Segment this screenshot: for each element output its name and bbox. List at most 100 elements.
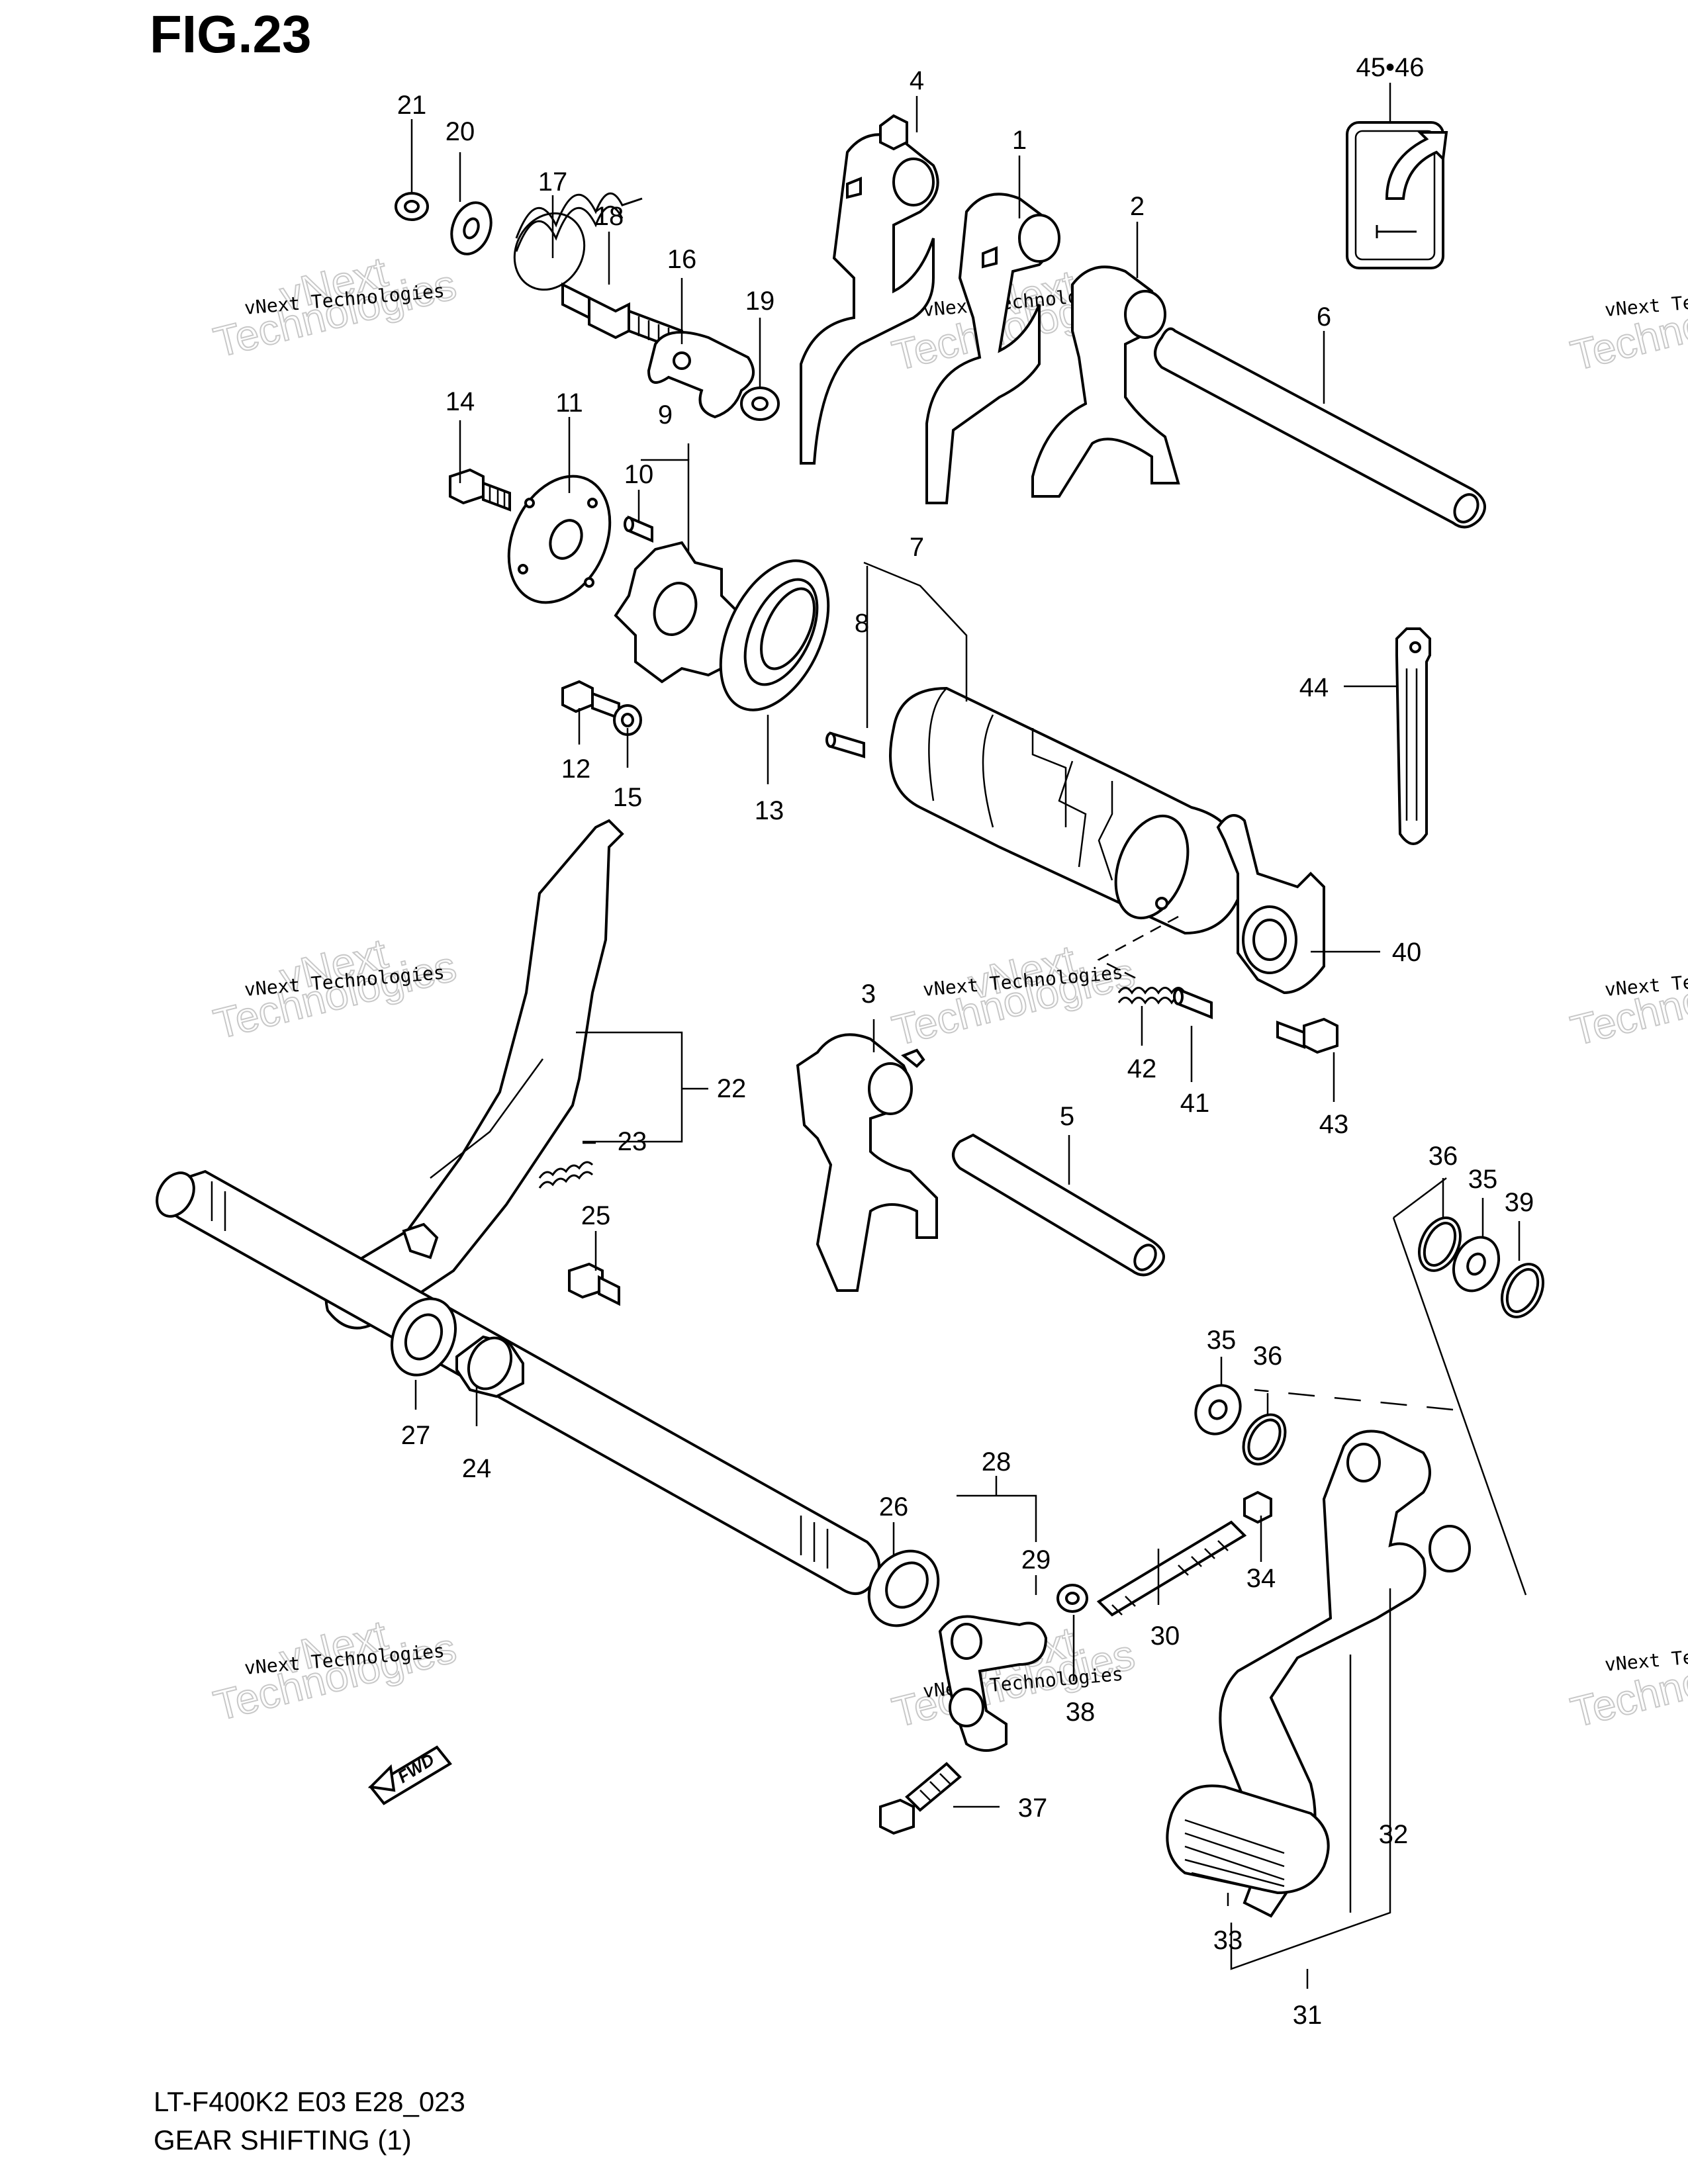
callout-15: 15 <box>613 783 643 812</box>
callout-31: 31 <box>1293 2001 1323 2030</box>
part-27-spring <box>390 1297 457 1377</box>
part-26-seal <box>867 1549 940 1627</box>
callout-33: 33 <box>1213 1926 1243 1955</box>
part-9-cam <box>614 541 743 684</box>
callout-16: 16 <box>667 245 697 274</box>
callout-10: 10 <box>624 460 654 489</box>
model-code: LT-F400K2 E03 E28_023 <box>154 2086 465 2117</box>
part-45-46-label-plate <box>1346 121 1448 269</box>
part-43-bolt <box>1276 1017 1338 1054</box>
callout-39: 39 <box>1505 1188 1534 1217</box>
callout-3: 3 <box>861 979 876 1009</box>
callout-11: 11 <box>555 388 583 418</box>
callout-38: 38 <box>1066 1698 1096 1727</box>
part-20-washer <box>450 201 492 255</box>
leader-lines <box>410 83 1521 1989</box>
callout-2: 2 <box>1130 192 1145 221</box>
part-19-washer <box>740 387 780 421</box>
part-24-collar <box>455 1335 524 1398</box>
part-7-shift-drum <box>889 686 1246 935</box>
part-33-pedal-rubber <box>1166 1784 1330 1895</box>
part-12-bolt <box>561 680 620 720</box>
callout-9: 9 <box>658 400 673 430</box>
callout-13: 13 <box>755 796 784 825</box>
part-22-shift-arm <box>324 819 624 1330</box>
part-2-fork <box>1031 265 1180 498</box>
callout-29: 29 <box>1021 1545 1051 1574</box>
part-10-pin <box>624 515 653 543</box>
part-5-shaft <box>952 1133 1165 1277</box>
callout-14: 14 <box>445 387 475 416</box>
callout-5: 5 <box>1060 1102 1074 1131</box>
callout-labels: 21 20 17 18 16 19 4 1 2 6 45•46 14 11 9 … <box>397 53 1534 2030</box>
callout-45-46: 45•46 <box>1356 53 1425 82</box>
callout-1: 1 <box>1012 126 1027 155</box>
part-34-nut <box>1243 1490 1272 1524</box>
part-21-nut <box>395 192 429 221</box>
callout-4: 4 <box>910 66 924 95</box>
callout-26: 26 <box>879 1492 909 1522</box>
callout-19: 19 <box>745 287 775 316</box>
part-25-bolt <box>568 1262 620 1306</box>
watermark-big-5: Technologies <box>1566 273 1688 379</box>
callout-35-upper: 35 <box>1468 1165 1498 1194</box>
callout-28: 28 <box>982 1447 1011 1477</box>
callout-30: 30 <box>1150 1621 1180 1651</box>
callout-34: 34 <box>1246 1564 1276 1593</box>
callout-40: 40 <box>1392 938 1422 967</box>
part-14-bolt <box>449 468 511 512</box>
callout-36-lower: 36 <box>1253 1342 1283 1371</box>
part-3-fork <box>796 1033 938 1292</box>
callout-8: 8 <box>855 609 869 638</box>
part-36-oring-right <box>1418 1216 1462 1272</box>
part-6-shaft <box>1154 327 1486 529</box>
leader-diagonal-2 <box>1393 1177 1447 1218</box>
part-31-shift-pedal <box>1219 1430 1471 1918</box>
part-40-guide <box>1216 814 1325 995</box>
leader-diagonal-1 <box>1392 1217 1527 1596</box>
callout-43: 43 <box>1319 1110 1349 1139</box>
part-17-spring <box>513 192 643 291</box>
part-30-rod <box>1096 1520 1247 1617</box>
diagram-name: GEAR SHIFTING (1) <box>154 2124 412 2156</box>
part-35-washer-right <box>1452 1236 1501 1293</box>
callout-21: 21 <box>397 91 427 120</box>
part-8-pin <box>825 731 865 758</box>
callout-42: 42 <box>1127 1054 1157 1083</box>
part-13-bearing <box>719 559 830 711</box>
callout-37: 37 <box>1018 1794 1048 1823</box>
part-1-fork <box>925 193 1060 504</box>
callout-22: 22 <box>717 1074 747 1103</box>
callout-25: 25 <box>581 1201 611 1230</box>
figure-title: FIG.23 <box>150 5 312 64</box>
part-41-pin <box>1173 987 1213 1019</box>
callout-44: 44 <box>1299 673 1329 702</box>
callout-27: 27 <box>401 1421 431 1450</box>
callout-18: 18 <box>594 202 624 231</box>
callout-12: 12 <box>561 754 591 784</box>
callout-17: 17 <box>538 167 568 197</box>
part-35-washer <box>1194 1384 1242 1435</box>
leader-dashed-right <box>1254 1388 1454 1411</box>
part-15-washer <box>613 704 642 736</box>
part-4-fork <box>800 114 939 465</box>
callout-41: 41 <box>1180 1089 1210 1118</box>
callout-23: 23 <box>618 1127 647 1156</box>
watermark-big-15: Technologies <box>1566 1630 1688 1736</box>
part-16-stopper <box>647 331 755 419</box>
callout-7: 7 <box>910 533 924 562</box>
callout-36-upper: 36 <box>1429 1142 1458 1171</box>
part-29-joint <box>938 1615 1048 1752</box>
callout-32: 32 <box>1379 1820 1409 1849</box>
part-37-bolt <box>879 1762 962 1835</box>
part-23-spring <box>538 1161 594 1189</box>
fwd-arrow: FWD <box>367 1745 452 1805</box>
callout-35-lower: 35 <box>1207 1326 1237 1355</box>
callout-20: 20 <box>445 117 475 146</box>
callout-6: 6 <box>1317 302 1331 332</box>
watermark-big-10: Technologies <box>1566 948 1688 1054</box>
part-39-circlip <box>1501 1263 1544 1318</box>
part-36-oring <box>1242 1413 1287 1466</box>
part-42-spring <box>1117 987 1186 1005</box>
